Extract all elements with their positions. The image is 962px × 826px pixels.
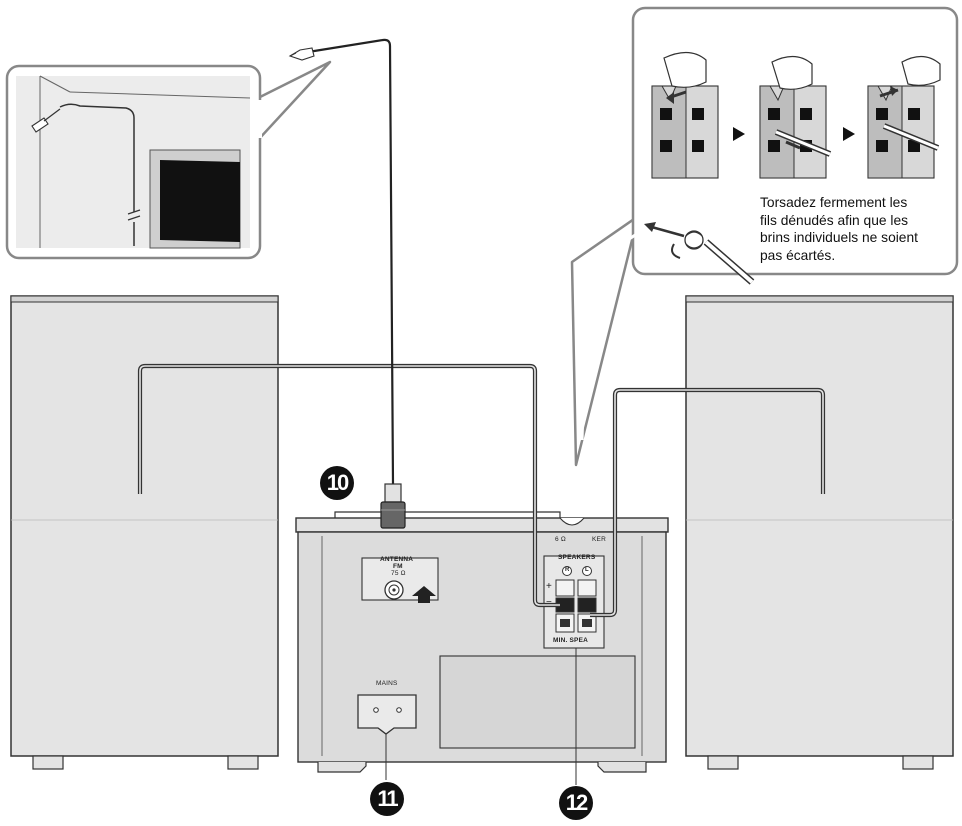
left-speaker-cable	[137, 363, 560, 608]
callout-antenna: 10	[320, 466, 354, 500]
right-speaker	[685, 295, 954, 770]
fm-label: FM	[393, 563, 403, 570]
speaker-partial-top-label: KER	[592, 536, 606, 543]
right-speaker-cable	[590, 387, 826, 618]
terminal-instructions-inset	[570, 6, 959, 467]
main-unit	[295, 511, 669, 773]
terminal-step-2	[759, 55, 832, 179]
step-arrow-icon	[733, 127, 745, 141]
minus-label: −	[546, 597, 552, 608]
speaker-terminal-block	[543, 555, 605, 785]
terminal-step-3	[867, 55, 941, 179]
twist-wires-instruction: Torsadez fermement les fils dénudés afin…	[760, 194, 960, 264]
insert-arrow-icon	[412, 586, 436, 603]
mains-inlet	[357, 694, 417, 780]
step-arrow-icon	[843, 127, 855, 141]
callout-speakers: 12	[559, 786, 593, 820]
instruction-line: Torsadez fermement les	[760, 195, 908, 210]
mains-label: MAINS	[376, 680, 398, 687]
antenna-label: ANTENNA	[380, 556, 414, 563]
antenna-wall-inset	[5, 60, 332, 260]
twisted-wire-illustration	[644, 222, 755, 285]
instruction-line: fils dénudés afin que les	[760, 212, 909, 228]
instruction-line: pas écartés.	[760, 247, 836, 263]
instruction-line: brins individuels ne soient	[760, 230, 918, 245]
speakers-label: SPEAKERS	[558, 554, 596, 561]
callout-mains: 11	[370, 782, 404, 816]
antenna-panel	[361, 557, 439, 603]
speaker-partial-bottom-label: MIN. SPEA	[553, 637, 589, 644]
plus-label: +	[546, 581, 552, 592]
left-speaker	[10, 295, 279, 770]
speaker-left-label: L	[585, 567, 589, 573]
speaker-impedance-label: 6 Ω	[555, 536, 566, 543]
antenna-impedance-label: 75 Ω	[391, 570, 406, 577]
terminal-step-1	[651, 51, 719, 179]
fm-antenna-wire	[288, 38, 406, 529]
speaker-right-label: R	[565, 567, 570, 573]
